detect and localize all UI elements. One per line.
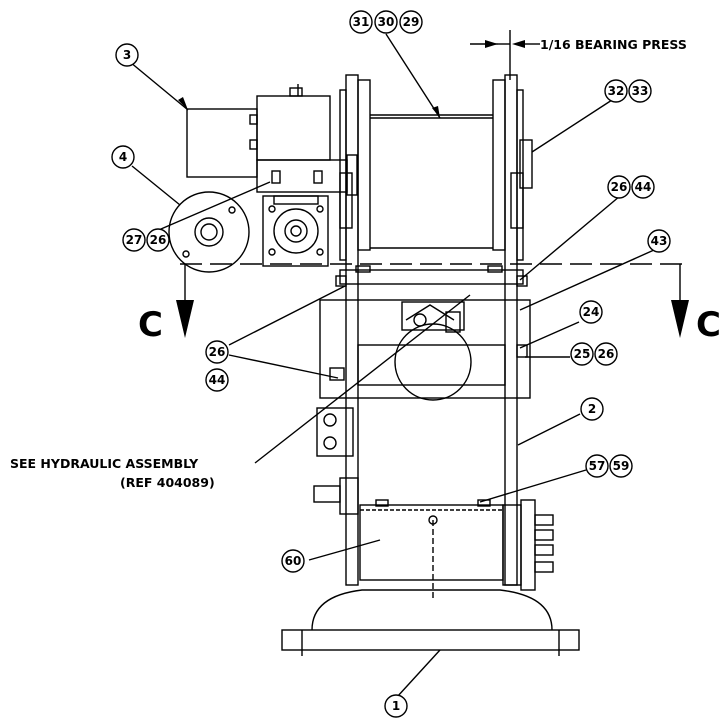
callout-31: 31 <box>349 10 373 34</box>
callout-57: 57 <box>585 454 609 478</box>
section-line <box>180 263 690 300</box>
callout-26-right: 26 <box>594 342 618 366</box>
svg-text:24: 24 <box>583 305 600 319</box>
svg-text:29: 29 <box>403 15 420 29</box>
callout-30: 30 <box>374 10 398 34</box>
section-arrow-left <box>176 300 194 338</box>
hydraulic-fittings <box>316 407 354 457</box>
svg-text:60: 60 <box>285 554 302 568</box>
leader-lines <box>129 30 655 698</box>
bearing-press-arrow-right <box>512 40 525 48</box>
svg-text:26: 26 <box>150 233 167 247</box>
callout-25: 25 <box>570 342 594 366</box>
base-plate <box>281 589 580 656</box>
callout-59: 59 <box>609 454 633 478</box>
callout-44-left: 44 <box>205 368 229 392</box>
svg-text:2: 2 <box>588 402 596 416</box>
motor-bracket <box>256 154 358 196</box>
callout-24: 24 <box>579 300 603 324</box>
callout-3: 3 <box>115 43 139 67</box>
svg-text:57: 57 <box>589 459 606 473</box>
svg-text:30: 30 <box>378 15 395 29</box>
svg-text:32: 32 <box>608 84 625 98</box>
svg-text:1: 1 <box>392 699 400 713</box>
cross-bar <box>335 265 528 287</box>
svg-text:3: 3 <box>123 48 131 62</box>
roller-housing <box>319 299 531 401</box>
svg-text:33: 33 <box>632 84 649 98</box>
leader-arrow-29 <box>432 106 440 118</box>
svg-text:26: 26 <box>611 180 628 194</box>
callout-2: 2 <box>580 397 604 421</box>
leader-arrow-3 <box>178 97 188 110</box>
svg-text:25: 25 <box>574 347 591 361</box>
callout-43: 43 <box>647 229 671 253</box>
callout-26-top-right: 26 <box>607 175 631 199</box>
callout-4: 4 <box>111 145 135 169</box>
callout-33: 33 <box>628 79 652 103</box>
callout-32: 32 <box>604 79 628 103</box>
valve-block <box>313 477 554 600</box>
see-hydraulic-note: SEE HYDRAULIC ASSEMBLY <box>10 456 199 471</box>
callout-60: 60 <box>281 549 305 573</box>
hydraulic-pump <box>262 195 329 267</box>
svg-text:44: 44 <box>209 373 226 387</box>
svg-text:44: 44 <box>635 180 652 194</box>
section-label-right: C <box>696 305 721 345</box>
section-label-left: C <box>138 305 163 345</box>
hydraulic-motor <box>186 84 331 178</box>
svg-text:59: 59 <box>613 459 630 473</box>
bearing-press-note: 1/16 BEARING PRESS <box>540 37 687 52</box>
callout-44-top-right: 44 <box>631 175 655 199</box>
callout-27: 27 <box>122 228 146 252</box>
svg-text:26: 26 <box>209 345 226 359</box>
svg-text:26: 26 <box>598 347 615 361</box>
callout-29: 29 <box>399 10 423 34</box>
callout-26-motor: 26 <box>146 228 170 252</box>
svg-text:4: 4 <box>119 150 127 164</box>
callout-1: 1 <box>384 694 408 718</box>
svg-text:43: 43 <box>651 234 668 248</box>
spool-drum <box>357 79 506 251</box>
section-arrow-right <box>671 300 689 338</box>
drive-disc <box>168 191 250 273</box>
svg-text:27: 27 <box>126 233 143 247</box>
svg-text:31: 31 <box>353 15 370 29</box>
callout-26-left: 26 <box>205 340 229 364</box>
bearing-press-arrow-left <box>485 40 498 48</box>
hydraulic-ref-note: (REF 404089) <box>120 475 215 490</box>
